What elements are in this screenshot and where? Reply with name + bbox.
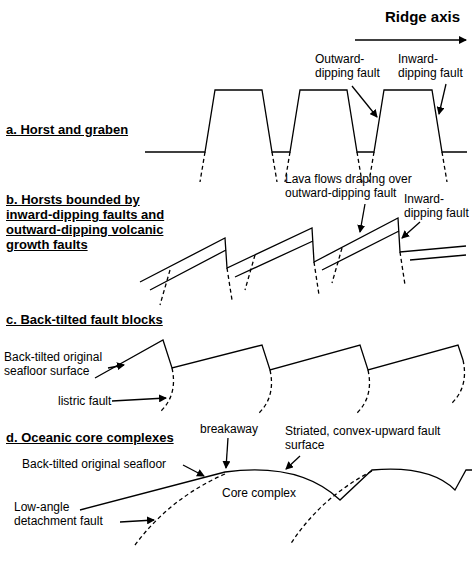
callout-label: Outward-dipping fault	[315, 52, 390, 80]
ridge-axis-arrow	[355, 39, 466, 41]
leader-arrow	[226, 438, 228, 468]
listric-fault-line	[160, 360, 465, 414]
fault-extension	[160, 248, 405, 305]
callout-label: Inward-dipping fault	[404, 192, 472, 220]
leader-arrow	[439, 84, 446, 114]
leader-arrow	[120, 520, 154, 522]
horst-profile	[140, 218, 466, 282]
detachment-fault-line	[135, 471, 372, 545]
leader-arrow	[352, 86, 377, 117]
panel-title: d. Oceanic core complexes	[6, 430, 196, 445]
leader-arrow	[112, 398, 166, 401]
axis-label: Ridge axis	[385, 8, 473, 25]
callout-label: Low-angle detachment fault	[14, 500, 122, 528]
region-label: Core complex	[222, 486, 312, 500]
leader-arrow	[286, 456, 300, 469]
panel-title: c. Back-tilted fault blocks	[6, 312, 236, 327]
leader-arrow	[402, 222, 420, 238]
leader-arrow	[183, 465, 204, 476]
panel-title: a. Horst and graben	[6, 122, 216, 137]
callout-label: breakaway	[200, 422, 270, 436]
callout-label: Back-tilted original seafloor surface	[4, 350, 122, 378]
horst-graben-profile	[145, 90, 467, 152]
callout-label: listric fault	[58, 394, 118, 408]
core-complex-profile	[80, 469, 472, 510]
callout-label: Inward-dipping fault	[398, 52, 472, 80]
leader-arrow	[360, 204, 365, 232]
leader-arrow	[108, 365, 124, 368]
callout-label: Striated, convex-upward fault surface	[285, 424, 450, 452]
callout-label: Back-tilted original seafloor	[22, 457, 187, 471]
tilted-block-profile	[95, 340, 463, 378]
panel-title: b. Horsts bounded by inward-dipping faul…	[6, 192, 184, 252]
lava-flow-layer	[150, 231, 466, 290]
